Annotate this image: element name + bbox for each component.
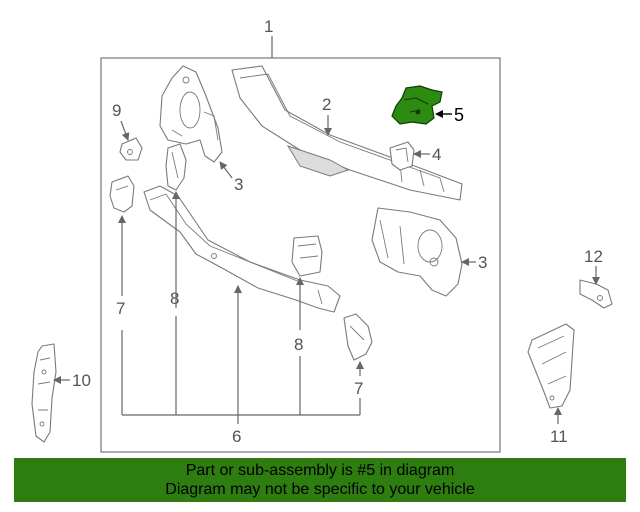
banner-line-2: Diagram may not be specific to your vehi… — [165, 481, 475, 498]
part-7-left-bracket[interactable] — [109, 175, 135, 213]
callout-1[interactable]: 1 — [264, 17, 273, 36]
part-2-upper-tie-bar[interactable] — [231, 65, 463, 201]
part-4-bracket[interactable] — [389, 141, 415, 171]
callout-5[interactable]: 5 — [454, 105, 464, 125]
callout-12[interactable]: 12 — [584, 247, 603, 266]
assembly-frame — [100, 57, 501, 453]
banner-line-1: Part or sub-assembly is #5 in diagram — [185, 462, 455, 479]
part-10-left-brace[interactable] — [31, 343, 57, 443]
callout-10[interactable]: 10 — [72, 371, 91, 390]
part-3-right-panel[interactable] — [371, 207, 463, 297]
leader-9 — [120, 120, 130, 141]
part-7-right-bracket[interactable] — [343, 313, 373, 361]
callout-7-left[interactable]: 7 — [116, 299, 125, 318]
callout-8-left[interactable]: 8 — [170, 289, 179, 308]
part-6-lower-tie-bar[interactable] — [143, 185, 341, 313]
callout-8-right[interactable]: 8 — [294, 335, 303, 354]
callout-9[interactable]: 9 — [112, 101, 121, 120]
part-11-right-brace[interactable] — [527, 323, 575, 409]
part-8-left-bracket[interactable] — [165, 143, 187, 191]
parts-diagram: 1 2 3 3 4 5 — [31, 17, 613, 453]
part-12-clip[interactable] — [579, 279, 613, 309]
leader-3-left — [219, 161, 233, 179]
part-9-clip[interactable] — [119, 137, 143, 161]
callout-3-right[interactable]: 3 — [478, 253, 487, 272]
part-5-highlighted-bracket[interactable] — [391, 85, 443, 125]
callout-4[interactable]: 4 — [432, 145, 441, 164]
callout-6[interactable]: 6 — [232, 427, 241, 446]
callout-2[interactable]: 2 — [322, 95, 331, 114]
callout-11[interactable]: 11 — [550, 427, 568, 446]
part-3-left-panel[interactable] — [159, 65, 223, 163]
callout-3-left[interactable]: 3 — [234, 175, 243, 194]
callout-7-right[interactable]: 7 — [354, 379, 363, 398]
part-8-right-bracket[interactable] — [291, 235, 323, 277]
info-banner: Part or sub-assembly is #5 in diagram Di… — [14, 458, 626, 502]
leader-group-bottom — [118, 191, 361, 424]
